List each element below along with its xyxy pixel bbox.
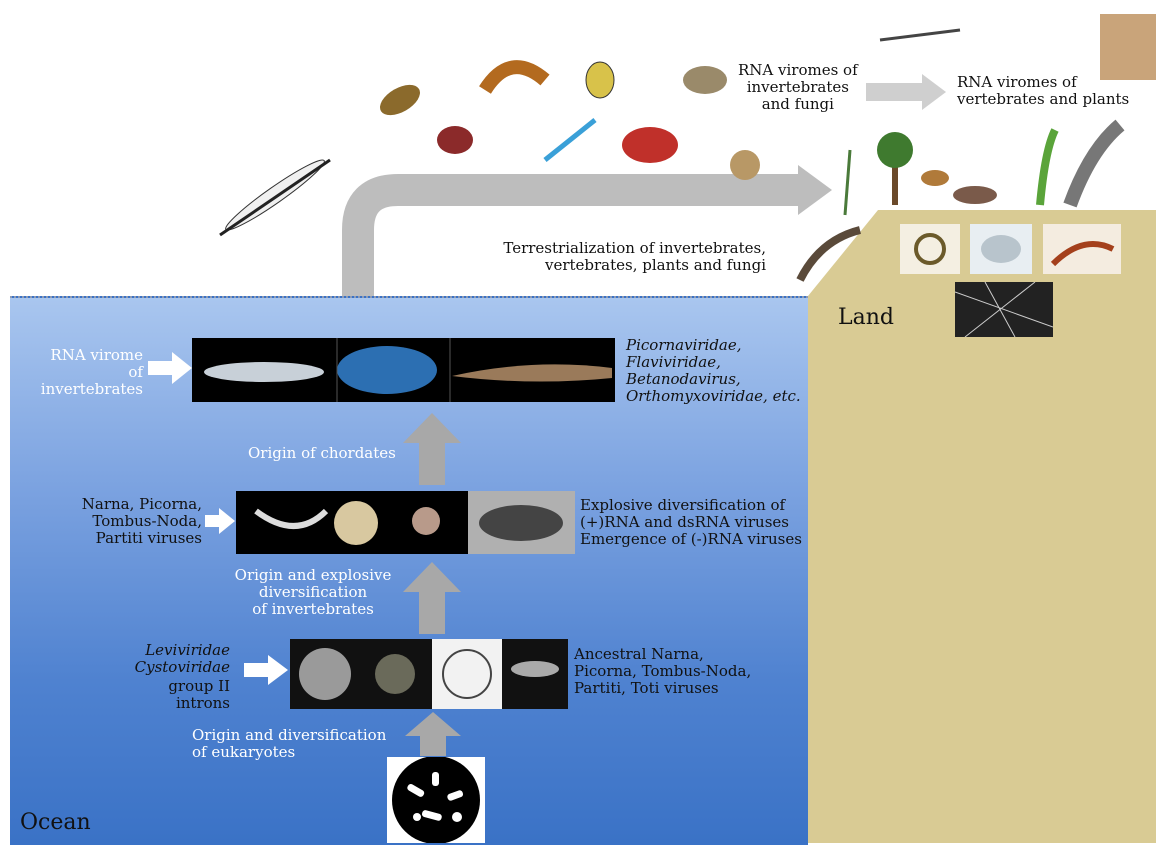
invertebrates-white-arrow	[205, 508, 235, 534]
eukaryotes-right-label: Ancestral Narna, Picorna, Tombus-Noda, P…	[574, 646, 751, 697]
lizard-illustration	[800, 230, 860, 280]
eukaryotes-left-italic-label: Leviviridae Cystoviridae	[120, 642, 230, 676]
eukaryotes-up-arrow	[405, 712, 461, 756]
invertebrates-up-arrow	[403, 562, 461, 634]
fly-illustration	[375, 79, 425, 122]
invertebrates-left-label: Narna, Picorna, Tombus-Noda, Partiti vir…	[74, 496, 202, 547]
origin-invertebrates-label: Origin and explosive diversification of …	[228, 567, 398, 618]
land-label: Land	[838, 305, 894, 330]
eukaryotes-white-arrow	[244, 655, 288, 685]
ocean-label: Ocean	[20, 810, 91, 835]
dragonfly-illustration	[545, 120, 595, 160]
chordates-photo-strip	[192, 338, 615, 402]
spider-illustration	[586, 62, 614, 98]
butterfly-illustration	[622, 127, 678, 163]
albatross-illustration	[220, 154, 330, 236]
terrestrialization-label: Terrestrialization of invertebrates, ver…	[446, 240, 766, 274]
nematode-photo	[900, 224, 960, 274]
prokaryote-cell-image	[387, 757, 485, 843]
worm-photo	[1043, 224, 1121, 274]
rna-viromes-invertebrates-fungi-label: RNA viromes of invertebrates and fungi	[738, 62, 858, 113]
origin-eukaryotes-label: Origin and diversification of eukaryotes	[192, 727, 386, 761]
tick-illustration	[437, 126, 473, 154]
rna-viromes-vertebrates-plants-label: RNA viromes of vertebrates and plants	[957, 74, 1129, 108]
bat-illustration	[1100, 14, 1156, 80]
chordates-up-arrow	[403, 413, 461, 485]
chordates-right-label: Picornaviridae, Flaviviridae, Betanodavi…	[626, 337, 801, 405]
chordates-white-arrow	[148, 352, 192, 384]
eukaryotes-photo-strip	[290, 639, 568, 709]
plants-illustration	[845, 125, 1120, 215]
eukaryotes-left-label: group II introns	[110, 678, 230, 712]
mosquito-illustration	[880, 30, 960, 40]
millipede-illustration	[485, 67, 545, 90]
origin-chordates-label: Origin of chordates	[248, 445, 396, 462]
chordates-left-label: RNA virome of invertebrates	[25, 347, 143, 398]
invertebrates-right-label: Explosive diversification of (+)RNA and …	[580, 497, 802, 548]
snail-illustration	[730, 150, 760, 180]
invertebrates-photo-strip	[236, 491, 575, 554]
fungal-hyphae-photo	[955, 282, 1053, 337]
tardigrade-photo	[970, 224, 1032, 274]
bug-illustration	[683, 66, 727, 94]
